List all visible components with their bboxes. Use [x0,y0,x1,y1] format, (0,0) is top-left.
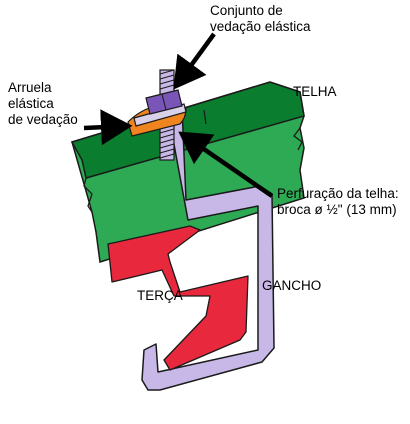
label-tile-drilling: Perfuração da telha: broca ø ½" (13 mm) [277,186,399,217]
purlin [107,225,249,371]
label-elastic-washer: Arruela elástica de vedação [8,80,78,127]
tile-ridge-line [203,109,207,125]
arrow-conjunto [173,32,216,90]
tile-break-right [293,127,303,151]
label-purlin: TERÇA [137,288,183,303]
arrow-arruela [83,109,133,146]
label-sealing-set: Conjunto de vedação elástica [210,3,311,34]
hook [141,107,275,391]
label-tile: TELHA [293,84,337,99]
arrow-perfuracao [178,131,274,198]
roof-tile-top-layer [70,81,305,179]
label-hook: GANCHO [262,278,322,293]
nut-edge [161,93,167,111]
tile-break-left [83,177,93,213]
